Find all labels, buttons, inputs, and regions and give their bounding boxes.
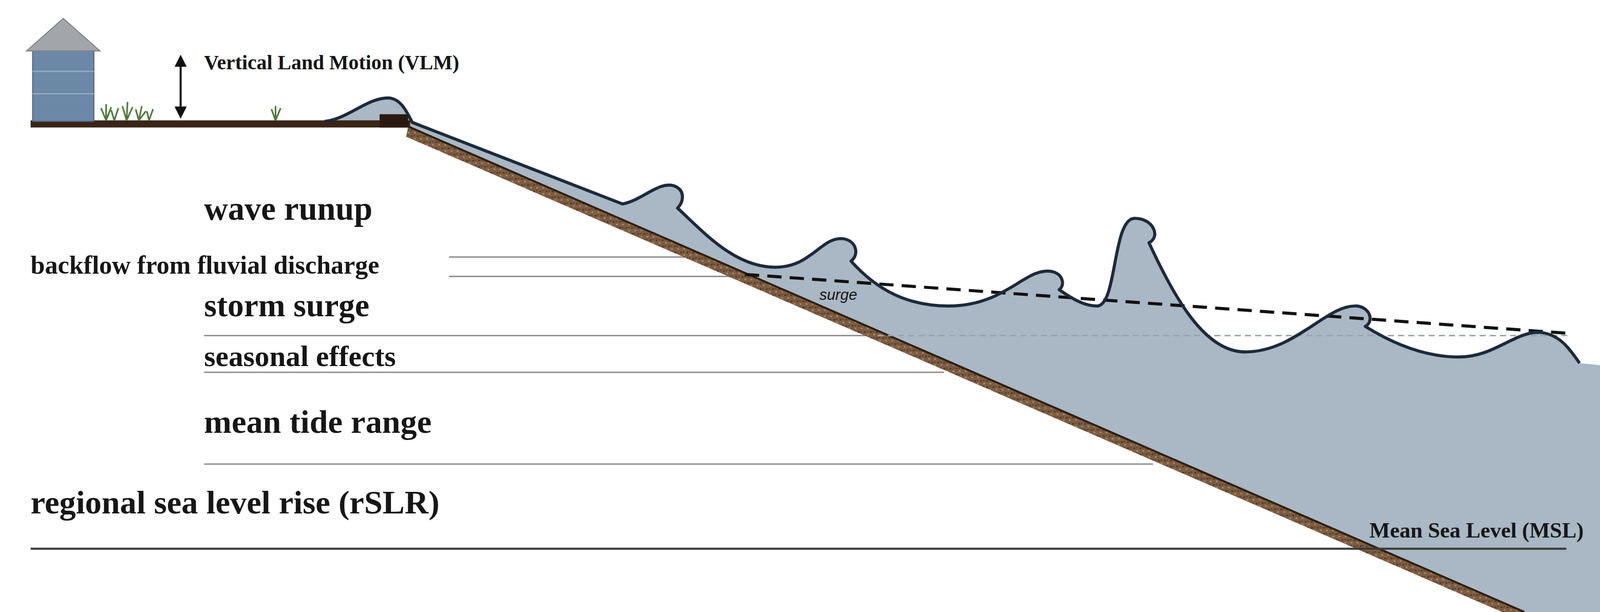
level-label: seasonal effects — [203, 341, 396, 371]
level-label: regional sea level rise (rSLR) — [30, 486, 440, 520]
house-roof — [26, 18, 101, 52]
level-line — [203, 463, 1154, 466]
level-label: mean tide range — [203, 405, 432, 439]
grass-tuft — [271, 106, 281, 121]
vlm-label: Vertical Land Motion (VLM) — [203, 52, 460, 74]
msl-label: Mean Sea Level (MSL) — [1369, 519, 1584, 542]
sea-wall — [379, 114, 409, 128]
slope-surface — [408, 126, 1525, 612]
wave-outline — [324, 98, 1580, 364]
level-dash — [877, 334, 1572, 337]
surge-line — [744, 274, 1572, 334]
level-label: storm surge — [203, 289, 370, 323]
mean-sea-level-line — [30, 548, 1567, 551]
house-siding — [32, 93, 94, 95]
shore-slope — [406, 126, 1525, 612]
level-line — [203, 334, 878, 337]
vlm-arrow — [179, 57, 182, 117]
house-siding — [32, 70, 94, 72]
level-line — [203, 371, 944, 374]
surge-label: surge — [819, 287, 857, 303]
level-label: wave runup — [203, 192, 373, 226]
grass-tuft — [101, 102, 154, 121]
level-line — [448, 275, 750, 278]
level-label: backflow from fluvial discharge — [30, 252, 380, 278]
house-body — [32, 48, 94, 122]
water-body — [324, 98, 1600, 612]
